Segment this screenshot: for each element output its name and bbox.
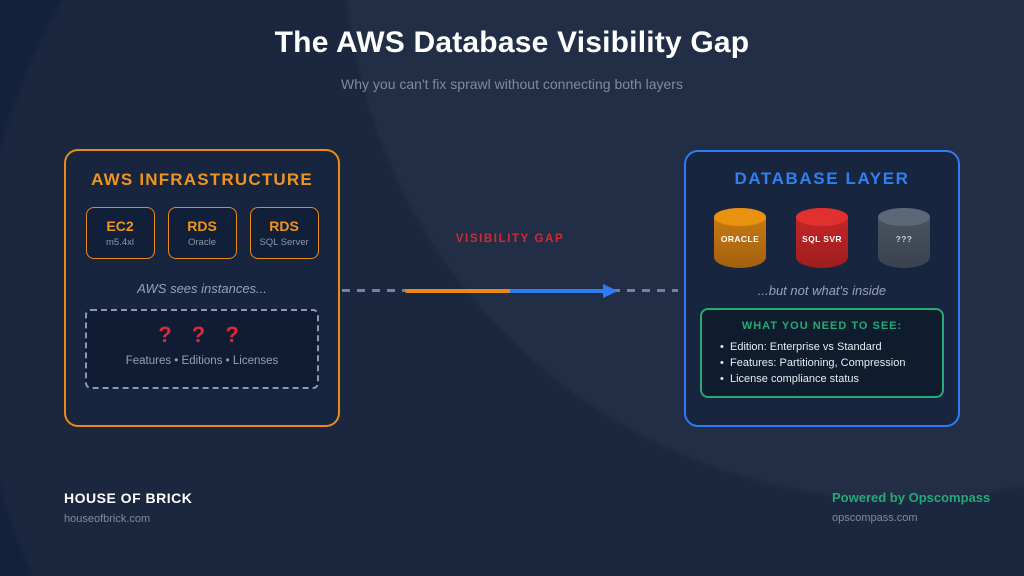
footer-powered-block: Powered by Opscompass opscompass.com — [832, 490, 990, 524]
instance-card-label: RDS — [187, 218, 217, 234]
cylinder-label: ??? — [895, 234, 913, 244]
aws-caption: AWS sees instances... — [137, 281, 267, 296]
powered-url: opscompass.com — [832, 512, 918, 524]
needs-box: WHAT YOU NEED TO SEE: Edition: Enterpris… — [700, 308, 944, 398]
database-layer-title: DATABASE LAYER — [734, 169, 910, 188]
database-layer-panel: DATABASE LAYER ORACLE SQL SVR ??? ...but… — [684, 150, 960, 427]
instance-card-ec2: EC2 m5.4xl — [85, 207, 155, 259]
aws-infrastructure-title: AWS INFRASTRUCTURE — [91, 170, 313, 189]
instance-cards-row: EC2 m5.4xl RDS Oracle RDS SQL Server — [66, 207, 338, 259]
database-caption: ...but not what's inside — [757, 283, 887, 298]
database-cylinders-row: ORACLE SQL SVR ??? — [686, 208, 958, 268]
needs-box-title: WHAT YOU NEED TO SEE: — [741, 320, 903, 332]
brand-url: houseofbrick.com — [64, 513, 151, 525]
cylinder-top — [878, 208, 930, 226]
unknown-cylinder-icon: ??? — [878, 208, 930, 268]
page-subtitle: Why you can't fix sprawl without connect… — [341, 76, 683, 92]
needs-list: Edition: Enterprise vs Standard Features… — [720, 339, 942, 387]
page-title: The AWS Database Visibility Gap — [274, 26, 750, 59]
instance-card-rds-oracle: RDS Oracle — [167, 207, 237, 259]
needs-list-item: License compliance status — [720, 371, 942, 387]
needs-list-item: Edition: Enterprise vs Standard — [720, 339, 942, 355]
needs-list-item: Features: Partitioning, Compression — [720, 355, 942, 371]
instance-card-sublabel: SQL Server — [259, 237, 309, 248]
cylinder-label: ORACLE — [720, 234, 760, 244]
arrow-head-icon — [603, 283, 618, 298]
instance-card-label: RDS — [269, 218, 299, 234]
cylinder-top — [796, 208, 848, 226]
arrow-orange-segment-icon — [405, 288, 512, 293]
unknown-details-box: ? ? ? Features • Editions • Licenses — [85, 309, 319, 389]
arrow-blue-segment-icon — [510, 288, 605, 293]
cylinder-label: SQL SVR — [802, 234, 842, 244]
oracle-cylinder-icon: ORACLE — [714, 208, 766, 268]
brand-name: HOUSE OF BRICK — [64, 490, 193, 506]
question-marks: ? ? ? — [158, 322, 246, 347]
footer-brand-block: HOUSE OF BRICK houseofbrick.com — [64, 490, 192, 525]
gap-arrow — [342, 281, 678, 301]
instance-card-sublabel: m5.4xl — [106, 237, 134, 248]
header: The AWS Database Visibility Gap Why you … — [0, 26, 1024, 92]
unknown-items: Features • Editions • Licenses — [125, 355, 279, 367]
aws-infrastructure-panel: AWS INFRASTRUCTURE EC2 m5.4xl RDS Oracle… — [64, 149, 340, 427]
sqlserver-cylinder-icon: SQL SVR — [796, 208, 848, 268]
visibility-gap-label: VISIBILITY GAP — [455, 233, 565, 245]
instance-card-sublabel: Oracle — [188, 237, 216, 248]
instance-card-label: EC2 — [106, 218, 134, 234]
visibility-gap: VISIBILITY GAP — [342, 233, 678, 301]
powered-by-label: Powered by Opscompass — [832, 490, 991, 505]
cylinder-top — [714, 208, 766, 226]
instance-card-rds-sqlserver: RDS SQL Server — [249, 207, 319, 259]
